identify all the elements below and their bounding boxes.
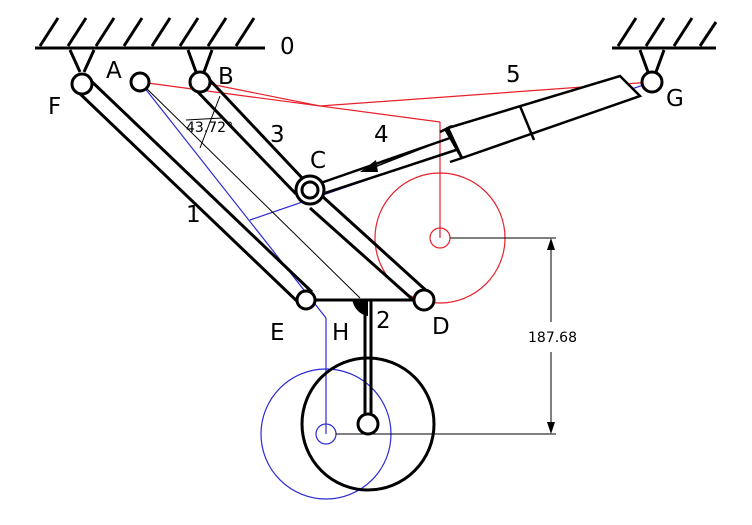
ground-right [612,17,718,50]
main-wheel [300,356,436,492]
label-B: B [218,64,234,90]
dim-arrow-top [547,238,555,250]
label-G: G [666,86,684,112]
blue-position-lines [139,81,653,500]
dimension-187 [336,237,556,435]
joint-D [412,288,436,312]
support-F [68,49,96,73]
label-A: A [106,58,122,84]
label-D: D [432,314,450,340]
label-0: 0 [280,34,295,60]
label-F: F [48,94,61,120]
angle-marker [185,95,223,149]
joint-F [70,72,94,96]
link-3 [192,74,432,308]
ground-left [35,17,265,50]
strut [363,300,373,424]
arrow-4 [360,145,429,172]
label-3: 3 [270,122,285,148]
link-1 [74,76,314,306]
label-5: 5 [506,62,521,88]
joint-A [129,71,151,93]
joint-G [640,70,664,94]
support-B [186,49,214,73]
dim-arrow-bottom [547,422,555,434]
angle-label: 43.72° [186,120,233,136]
joint-C-inner [300,180,320,200]
label-2: 2 [376,308,391,334]
label-E: E [270,320,285,346]
label-4: 4 [374,122,389,148]
actuator [311,74,643,198]
label-1: 1 [186,202,201,228]
joints [70,70,664,312]
dimension-label: 187.68 [528,330,577,346]
support-G [638,49,666,73]
label-H: H [332,320,349,346]
joint-E [295,289,317,311]
label-C: C [310,148,326,174]
construction-line [139,81,361,299]
joint-B [188,70,212,94]
